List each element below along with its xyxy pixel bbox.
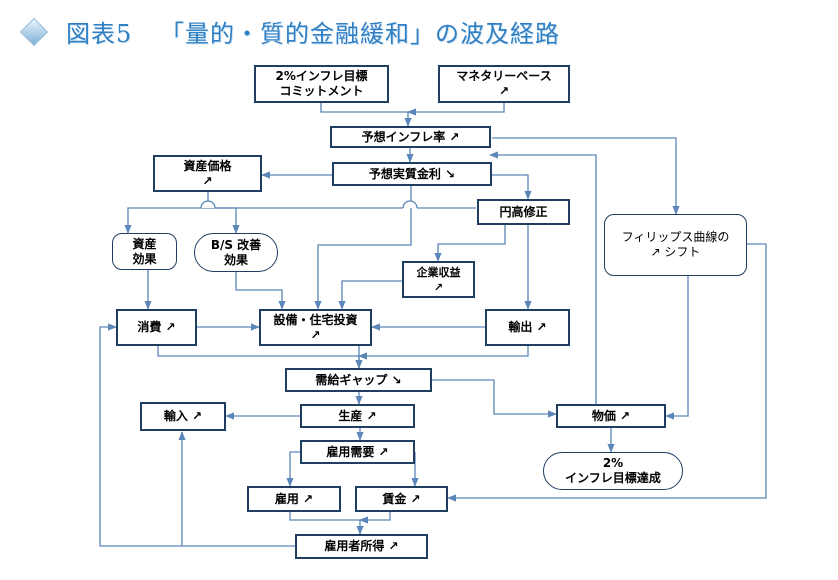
node-wages: 賃金 ↗ [355, 486, 448, 512]
node-monetary-base-line2: ↗ [498, 84, 510, 98]
node-real-interest-label: 予想実質金利 ↘ [368, 166, 456, 181]
node-labor-demand: 雇用需要 ↗ [300, 440, 415, 464]
arrow-inflation-to-phillips [492, 137, 680, 215]
node-employee-income-label: 雇用者所得 ↗ [324, 539, 399, 553]
node-investment-line2: ↗ [310, 327, 321, 342]
node-phillips: フィリップス曲線の ↗ シフト [604, 214, 747, 276]
node-monetary-base-line1: マネタリーベース [456, 69, 552, 83]
node-corp-profit: 企業収益 ↗ [402, 261, 475, 298]
node-asset-effect-line2: 効果 [132, 251, 157, 266]
node-labor-demand-label: 雇用需要 ↗ [326, 444, 389, 459]
arrow-bs-effect-to-investment [235, 272, 286, 310]
node-target-achieved-line1: 2% [602, 456, 624, 470]
node-employment: 雇用 ↗ [247, 486, 341, 512]
node-commitment-line1: 2%インフレ目標 [275, 69, 368, 83]
node-investment: 設備・住宅投資 ↗ [259, 309, 372, 346]
node-imports-label: 輸入 ↗ [163, 409, 203, 423]
node-consumption-label: 消費 ↗ [137, 320, 176, 334]
crossing-bump-left [200, 200, 216, 209]
arrow-employment-to-income [289, 512, 364, 535]
arrow-corp-profit-to-investment [338, 280, 402, 310]
node-monetary-base: マネタリーベース ↗ [438, 65, 570, 103]
node-exports-label: 輸出 ↗ [508, 320, 547, 334]
node-commitment-line2: コミットメント [279, 84, 364, 98]
node-asset-effect-line1: 資産 [132, 236, 157, 251]
node-bs-effect: B/S 改善 効果 [194, 233, 278, 272]
node-real-interest: 予想実質金利 ↘ [332, 162, 492, 186]
arrow-prices-to-inflation [489, 151, 597, 404]
arrow-labor-to-employment [286, 451, 300, 487]
arrow-consumption-to-gap [157, 346, 363, 369]
node-exports: 輸出 ↗ [485, 309, 570, 346]
arrow-base-to-inflation [407, 103, 505, 116]
node-wages-label: 賃金 ↗ [382, 491, 421, 506]
node-target-achieved-line2: インフレ目標達成 [565, 471, 661, 485]
figure-label: 図表5 [66, 20, 133, 48]
node-consumption: 消費 ↗ [116, 309, 197, 346]
arrow-income-to-consumption [99, 323, 182, 547]
arrow-yen-to-corp-profit [434, 225, 506, 262]
node-expected-inflation: 予想インフレ率 ↗ [330, 126, 491, 148]
node-target-achieved: 2% インフレ目標達成 [543, 452, 683, 490]
arrow-wages-to-income [359, 512, 391, 524]
arrow-real-interest-to-investment [314, 186, 412, 310]
arrow-loop-to-wages [447, 243, 767, 502]
node-corp-profit-line1: 企業収益 [416, 265, 461, 279]
node-production: 生産 ↗ [300, 404, 415, 428]
node-expected-inflation-label: 予想インフレ率 ↗ [361, 129, 460, 144]
arrow-exports-to-gap [358, 346, 529, 360]
node-bs-effect-line1: B/S 改善 [210, 237, 262, 252]
figure-title: 「量的・質的金融緩和」の波及経路 [160, 20, 560, 48]
arrow-real-interest-to-yen [491, 174, 532, 200]
node-yen-depreciation-label: 円高修正 [499, 204, 548, 219]
node-bs-effect-line2: 効果 [223, 252, 248, 267]
node-employment-label: 雇用 ↗ [274, 491, 314, 506]
node-investment-line1: 設備・住宅投資 [273, 312, 358, 327]
node-asset-prices-line2: ↗ [202, 173, 213, 188]
node-yen-depreciation: 円高修正 [477, 199, 570, 225]
node-employee-income: 雇用者所得 ↗ [295, 534, 428, 559]
node-production-label: 生産 ↗ [338, 408, 377, 423]
node-phillips-line1: フィリップス曲線の [621, 230, 730, 244]
node-imports: 輸入 ↗ [140, 402, 226, 431]
node-asset-effect: 資産 効果 [112, 233, 177, 270]
crossing-bump-mid [402, 200, 418, 209]
header: 図表5 「量的・質的金融緩和」の波及経路 [0, 0, 838, 56]
arrow-commitment-to-inflation [320, 101, 412, 127]
arrow-asset-to-asset-effect [124, 192, 209, 234]
node-output-gap-label: 需給ギャップ ↘ [315, 372, 402, 387]
node-prices-label: 物価 ↗ [591, 408, 631, 423]
arrow-asset-to-bs-effect [208, 207, 240, 234]
node-output-gap: 需給ギャップ ↘ [285, 368, 432, 392]
arrow-gap-to-prices [432, 379, 557, 418]
arrow-phillips-to-prices [665, 276, 689, 420]
node-corp-profit-line2: ↗ [433, 280, 444, 294]
node-asset-prices: 資産価格 ↗ [153, 155, 262, 192]
node-prices: 物価 ↗ [556, 404, 666, 428]
node-commitment: 2%インフレ目標 コミットメント [254, 65, 389, 103]
node-phillips-line2: ↗ シフト [650, 245, 701, 259]
node-asset-prices-line1: 資産価格 [183, 158, 232, 173]
